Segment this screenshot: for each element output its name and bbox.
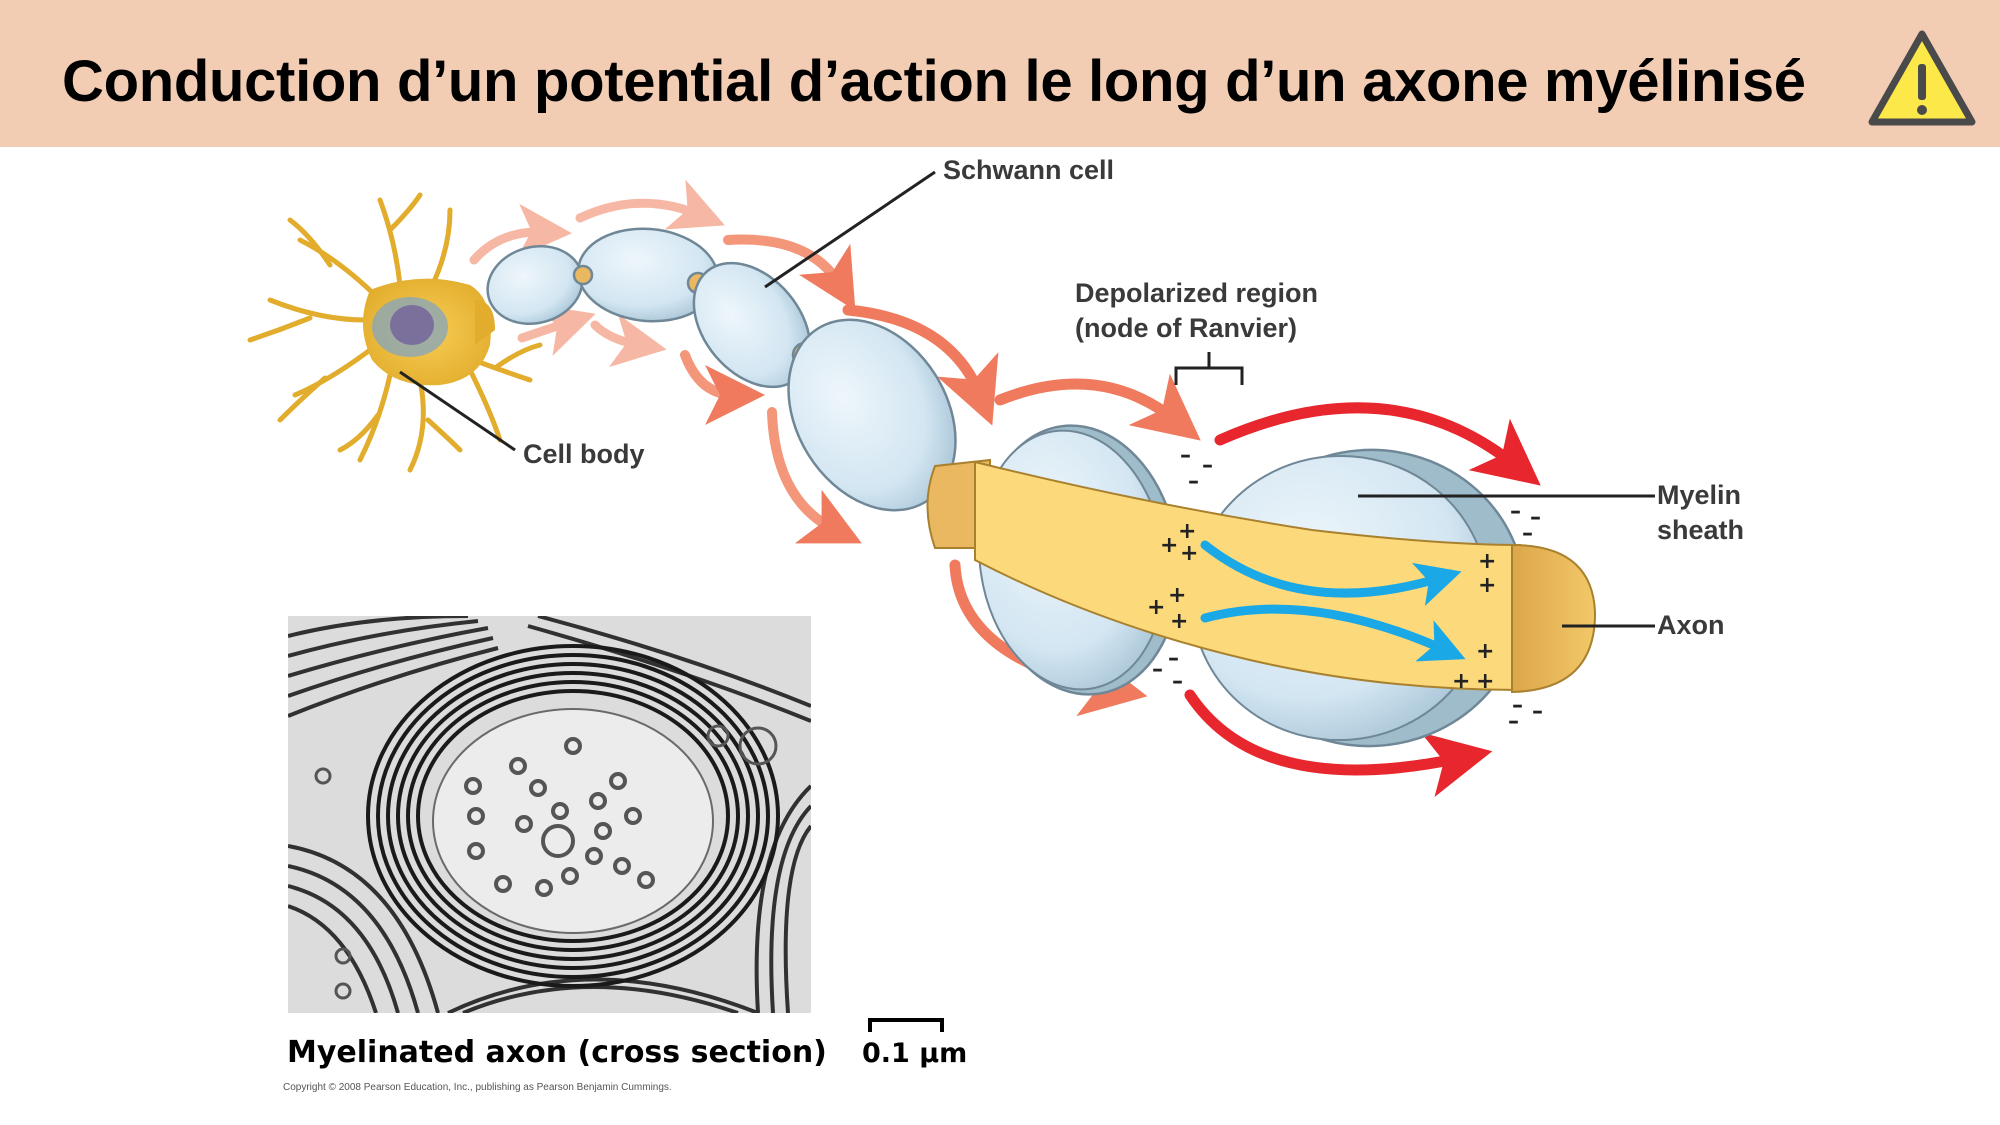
label-myelin: Myelin (1657, 480, 1742, 510)
svg-text:+: + (1147, 595, 1165, 620)
scale-bar (868, 1018, 944, 1032)
label-schwann-cell: Schwann cell (943, 155, 1115, 185)
micrograph-caption: Myelinated axon (cross section) (287, 1035, 827, 1070)
svg-text:+: + (1476, 639, 1494, 664)
dendrites (247, 192, 543, 473)
svg-text:+: + (1160, 533, 1178, 558)
svg-text:–: – (1188, 469, 1199, 494)
leader-lines (399, 170, 1655, 628)
schwann-cells (486, 227, 957, 512)
axon-end-cap (1511, 543, 1597, 694)
svg-text:+: + (1170, 609, 1188, 634)
svg-text:–: – (1168, 646, 1179, 671)
label-node-of-ranvier: (node of Ranvier) (1075, 313, 1298, 343)
svg-text:–: – (1510, 499, 1521, 524)
warning-icon (1868, 30, 1976, 126)
charges: +++ +++ ++ +++ ––– ––– ––– ––– (1147, 443, 1543, 734)
svg-text:–: – (1152, 657, 1163, 682)
svg-text:–: – (1172, 669, 1183, 694)
svg-text:+: + (1178, 519, 1196, 544)
svg-text:+: + (1180, 541, 1198, 566)
svg-text:–: – (1512, 693, 1523, 718)
svg-text:+: + (1478, 573, 1496, 598)
svg-text:–: – (1180, 443, 1191, 468)
myelinated-axon-diagram: +++ +++ ++ +++ ––– ––– ––– ––– (247, 170, 1655, 798)
svg-text:–: – (1522, 521, 1533, 546)
svg-text:+: + (1478, 549, 1496, 574)
label-depolarized-region: Depolarized region (1075, 278, 1319, 308)
label-axon: Axon (1657, 610, 1725, 640)
svg-text:–: – (1532, 699, 1543, 724)
svg-text:–: – (1530, 505, 1541, 530)
svg-text:+: + (1452, 669, 1470, 694)
scale-label: 0.1 µm (862, 1038, 968, 1069)
svg-text:–: – (1508, 709, 1519, 734)
slide-title: Conduction d’un potential d’action le lo… (62, 49, 1806, 114)
label-cell-body: Cell body (523, 439, 645, 469)
svg-text:+: + (1476, 669, 1494, 694)
title-bar: Conduction d’un potential d’action le lo… (0, 0, 2000, 147)
copyright-notice: Copyright © 2008 Pearson Education, Inc.… (283, 1082, 672, 1093)
label-sheath: sheath (1657, 515, 1745, 545)
myelinated-axon-micrograph (288, 616, 811, 1013)
svg-text:+: + (1168, 583, 1186, 608)
ion-flow-arrows (1200, 540, 1466, 662)
svg-text:–: – (1202, 453, 1213, 478)
